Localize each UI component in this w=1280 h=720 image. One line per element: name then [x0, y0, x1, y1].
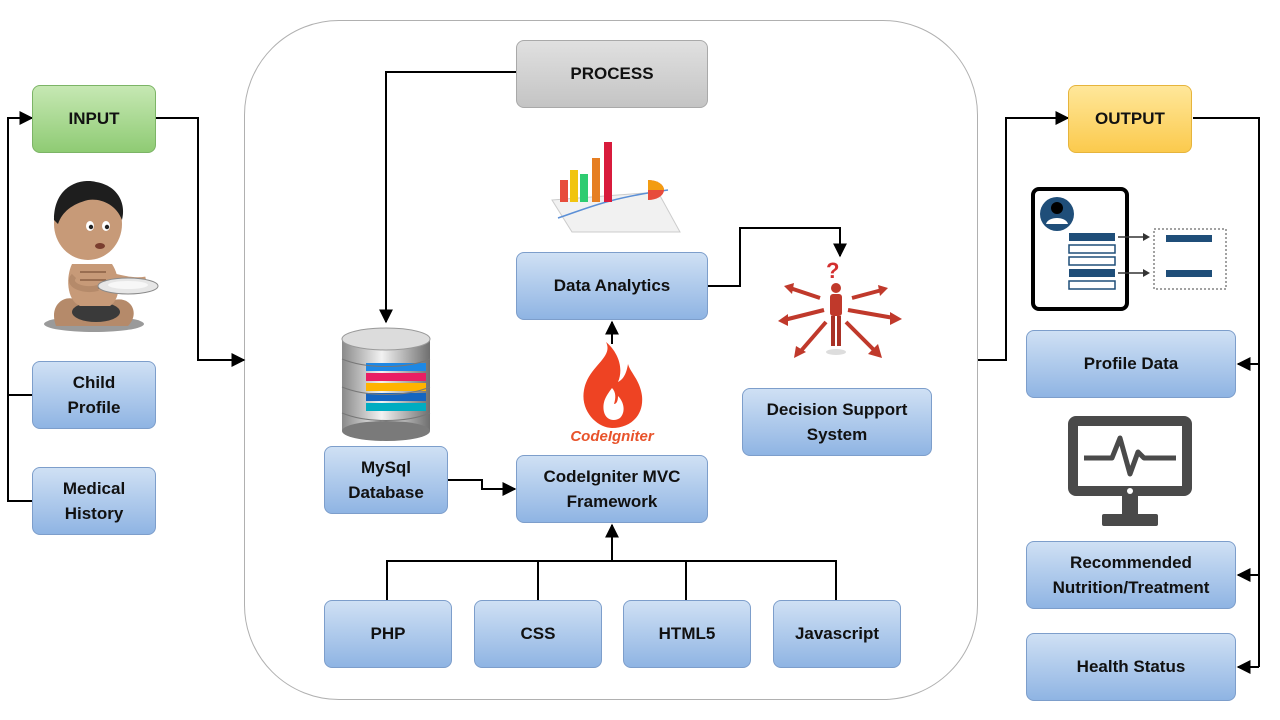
output-right-line [1193, 117, 1260, 667]
chart-icon [551, 142, 681, 233]
tech-javascript-box: Javascript [773, 600, 901, 668]
process-box: PROCESS [516, 40, 708, 108]
decision-support-box: Decision Support System [742, 388, 932, 456]
input-item-child-profile: Child Profile [32, 361, 156, 429]
analytics-to-dss-line [708, 227, 847, 287]
mysql-database-box: MySql Database [324, 446, 448, 514]
output-item-profile-data: Profile Data [1026, 330, 1236, 398]
db-to-framework-line [448, 479, 517, 496]
tech-html5-box: HTML5 [623, 600, 751, 668]
output-item-recommended-nutrition: Recommended Nutrition/Treatment [1026, 541, 1236, 609]
output-box: OUTPUT [1068, 85, 1192, 153]
medical-to-bracket-line [7, 395, 32, 502]
input-box: INPUT [32, 85, 156, 153]
codeigniter-logo-text: CodeIgniter [570, 428, 654, 445]
health-monitor-icon [1068, 416, 1192, 526]
input-bracket-line [7, 111, 34, 396]
codeigniter-framework-box: CodeIgniter MVC Framework [516, 455, 708, 523]
malnourished-child-illustration [44, 181, 159, 332]
data-analytics-box: Data Analytics [516, 252, 708, 320]
input-item-medical-history: Medical History [32, 467, 156, 535]
process-to-output-line [978, 111, 1070, 361]
database-icon [341, 327, 431, 441]
output-item-health-status: Health Status [1026, 633, 1236, 701]
svg-text:?: ? [826, 258, 839, 283]
profile-card-icon [1031, 187, 1227, 311]
process-to-db-line [379, 71, 516, 324]
tech-css-box: CSS [474, 600, 602, 668]
tech-php-box: PHP [324, 600, 452, 668]
input-to-process-line [156, 117, 246, 367]
tech-bus-line [386, 560, 837, 600]
codeigniter-flame-icon [583, 342, 643, 428]
decision-arrows-icon: ? [770, 258, 910, 366]
